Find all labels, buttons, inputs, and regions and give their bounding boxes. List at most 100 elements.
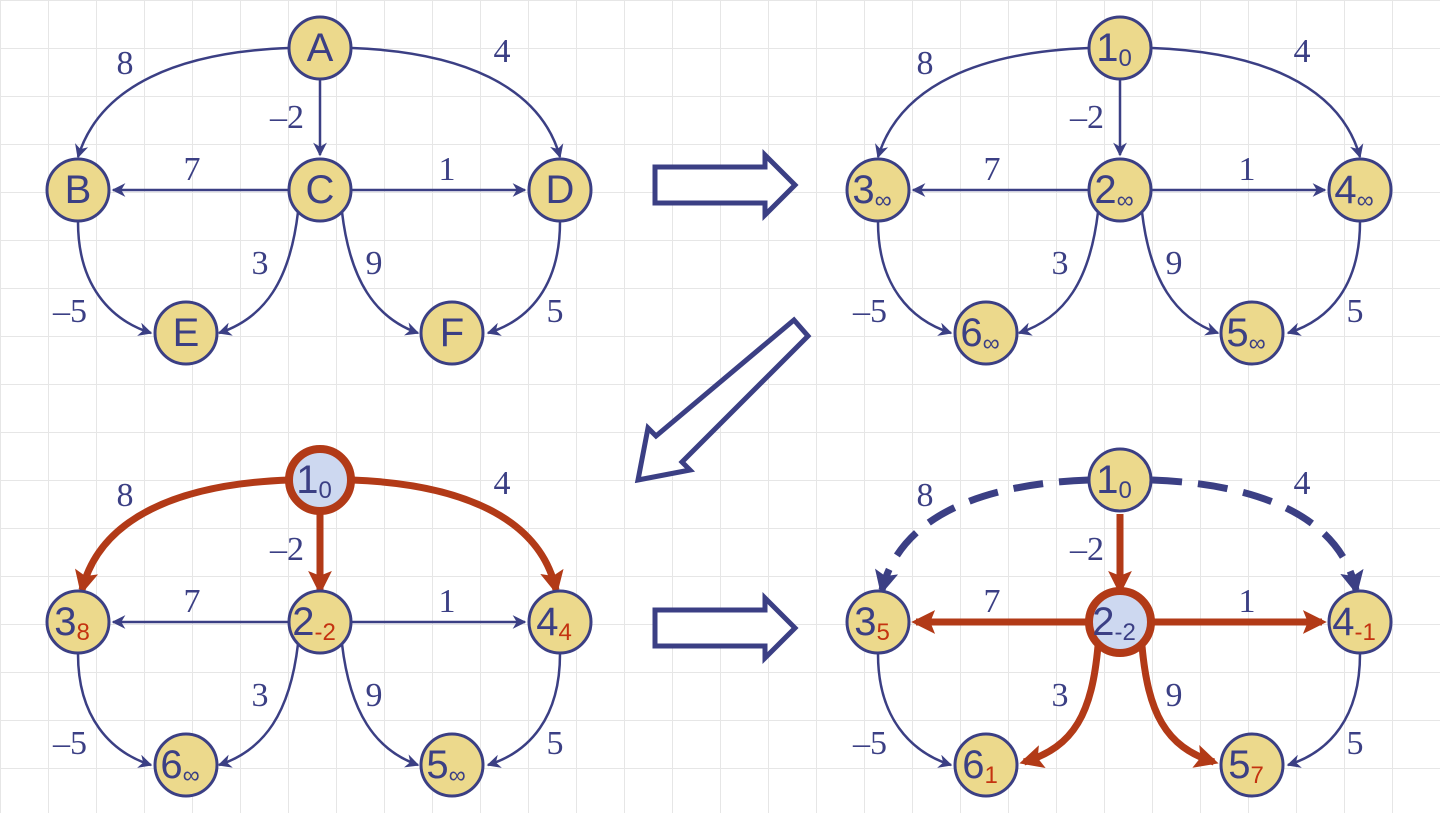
node-label: 10 [1096,458,1132,505]
node-circle [1327,157,1393,223]
node-circle [153,732,219,798]
node-label: 57 [1228,743,1264,790]
node-d: 4∞ [1327,157,1393,223]
weight-label-cb: 7 [984,583,1001,620]
node-circle [45,157,111,223]
edge-cf [340,643,420,768]
edge-ce [217,643,300,768]
node-label: 6∞ [160,743,199,790]
node-label: 35 [854,600,890,647]
node-label: 4∞ [1334,168,1373,215]
node-circle [953,300,1019,366]
node-c: 2-2 [1085,587,1155,657]
edge-df [1286,653,1362,768]
node-distance: ∞ [183,762,200,789]
node-e: 6∞ [153,732,219,798]
node-distance: -2 [1114,619,1135,646]
node-circle [285,445,355,515]
node-circle [287,15,353,81]
edge-be [76,653,153,768]
weight-label-ad: 4 [1294,465,1311,502]
node-distance: 5 [876,619,889,646]
node-e: E [153,300,219,366]
node-label: 61 [962,743,998,790]
node-e: 61 [953,732,1019,798]
weight-label-cd: 1 [1239,583,1256,620]
edge-ce [1019,645,1102,769]
node-circle [845,589,911,655]
node-distance: ∞ [1117,187,1134,214]
node-circle [287,589,353,655]
node-distance: 0 [1118,477,1131,504]
node-label: 38 [54,600,90,647]
node-distance: 0 [318,477,331,504]
node-label: 3∞ [852,168,891,215]
edge-ab [75,46,290,159]
right-arrow-top [652,148,799,222]
node-circle [1327,589,1393,655]
node-distance: 4 [558,619,571,646]
weight-label-ab: 8 [117,477,134,514]
edge-ce [1017,211,1100,336]
node-label: B [65,168,92,212]
weight-label-ce: 3 [1052,245,1069,282]
node-a: 10 [1087,15,1153,81]
weight-label-ad: 4 [494,465,511,502]
weight-label-df: 5 [1347,725,1364,762]
node-distance: 8 [76,619,89,646]
edge-ce [217,211,300,336]
node-label: 44 [536,600,572,647]
weight-label-ce: 3 [1052,677,1069,714]
node-f: 5∞ [419,732,485,798]
weight-label-be: –5 [852,293,887,330]
node-label: 6∞ [960,311,999,358]
node-label: A [307,26,334,70]
node-b: B [45,157,111,223]
node-circle [45,589,111,655]
node-b: 35 [845,589,911,655]
node-distance: ∞ [983,330,1000,357]
weight-label-ab: 8 [917,45,934,82]
node-label: 4-1 [1332,600,1376,647]
weight-label-ce: 3 [252,677,269,714]
weight-label-ab: 8 [917,477,934,514]
weight-label-be: –5 [52,725,87,762]
node-c: 2-2 [287,589,353,655]
node-distance: 7 [1250,762,1263,789]
weight-label-ce: 3 [252,245,269,282]
edge-ad [351,476,564,595]
node-label: F [440,311,464,355]
edge-cf [1138,645,1219,768]
weight-label-cf: 9 [1166,677,1183,714]
node-distance: 0 [1118,45,1131,72]
node-distance: 1 [984,762,997,789]
node-e: 6∞ [953,300,1019,366]
node-label: 5∞ [426,743,465,790]
edge-cf [340,211,420,336]
node-f: 57 [1219,732,1285,798]
down-left-arrow [634,316,812,484]
node-circle [527,589,593,655]
node-circle [419,300,485,366]
weight-label-be: –5 [52,293,87,330]
node-label: 2-2 [292,600,336,647]
weight-label-cd: 1 [439,151,456,188]
node-distance: -2 [314,619,335,646]
edge-df [486,221,562,336]
node-distance: ∞ [875,187,892,214]
node-label: E [173,311,200,355]
weight-label-df: 5 [547,725,564,762]
weight-label-be: –5 [852,725,887,762]
edge-ad [1151,46,1364,159]
weight-label-cb: 7 [184,151,201,188]
weight-label-cf: 9 [1166,245,1183,282]
node-distance: -1 [1354,619,1375,646]
node-b: 3∞ [845,157,911,223]
weight-label-ac: –2 [1069,99,1104,136]
weight-label-df: 5 [547,293,564,330]
node-label: 10 [296,458,332,505]
node-c: C [287,157,353,223]
weight-label-ac: –2 [269,531,304,568]
